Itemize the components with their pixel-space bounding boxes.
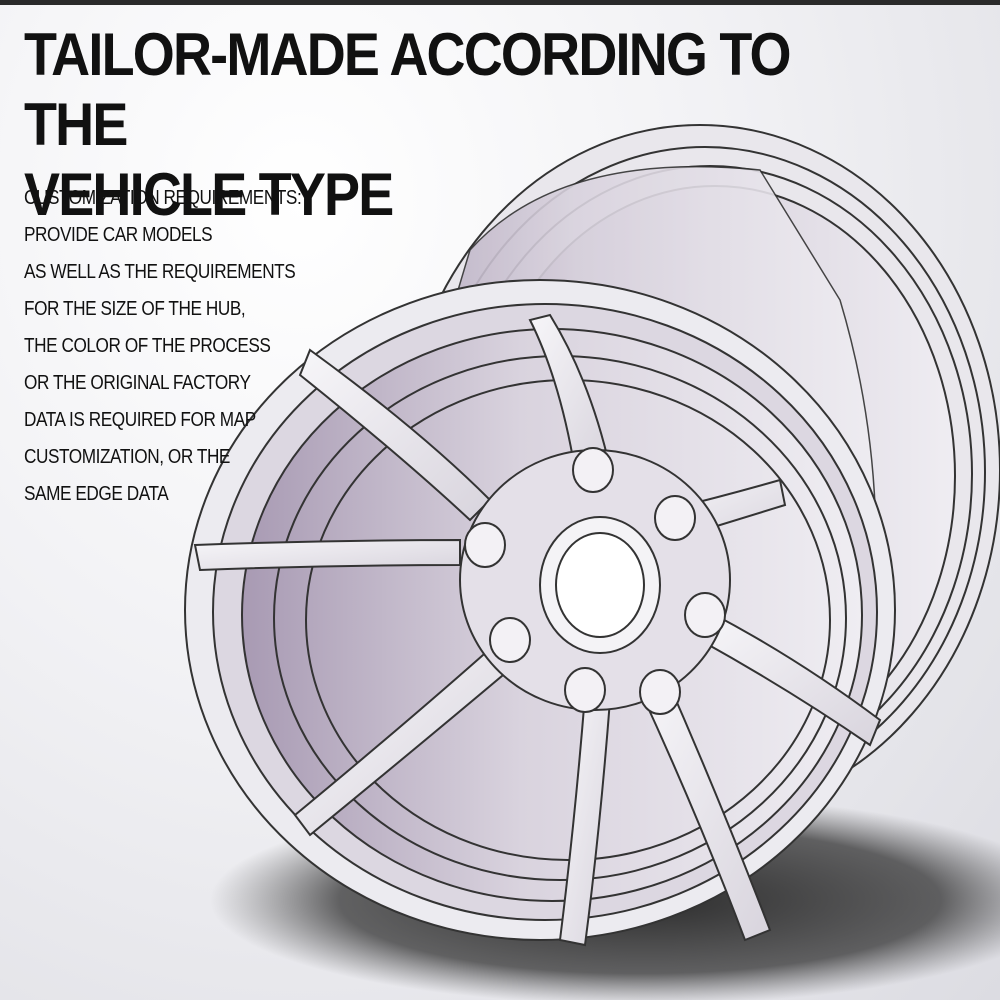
- requirements-line: CUSTOMIZATION REQUIREMENTS:: [24, 187, 302, 209]
- lug-hole: [564, 667, 606, 713]
- requirements-line: PROVIDE CAR MODELS: [24, 224, 213, 246]
- headline-line-2: VEHICLE TYPE: [24, 161, 394, 228]
- requirements-line: SAME EDGE DATA: [24, 483, 169, 505]
- lug-hole: [684, 592, 726, 638]
- requirements-line: DATA IS REQUIRED FOR MAP: [24, 409, 256, 431]
- headline: TAILOR-MADE ACCORDING TO THE VEHICLE TYP…: [24, 20, 888, 230]
- lug-holes: [464, 447, 726, 715]
- requirements-line: CUSTOMIZATION, OR THE: [24, 446, 230, 468]
- lug-hole: [572, 447, 614, 493]
- spoke-left: [193, 538, 461, 572]
- lug-hole: [464, 522, 506, 568]
- lug-hole: [654, 495, 696, 541]
- lug-hole: [489, 617, 531, 663]
- requirements-line: AS WELL AS THE REQUIREMENTS: [24, 261, 296, 283]
- lug-hole: [639, 669, 681, 715]
- spoke-top-left: [298, 348, 492, 522]
- headline-line-1: TAILOR-MADE ACCORDING TO THE: [24, 21, 792, 158]
- requirements-line: FOR THE SIZE OF THE HUB,: [24, 298, 246, 320]
- requirements-line: THE COLOR OF THE PROCESS: [24, 335, 271, 357]
- requirements-line: OR THE ORIGINAL FACTORY: [24, 372, 251, 394]
- top-border: [0, 0, 1000, 5]
- requirements-list: CUSTOMIZATION REQUIREMENTS: PROVIDE CAR …: [24, 180, 302, 513]
